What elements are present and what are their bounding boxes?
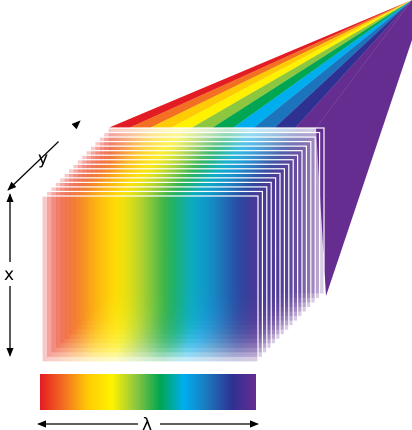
fan-wedge [128,0,412,128]
hyperspectral-cube [41,127,325,363]
cube-layer [41,195,259,363]
lambda-axis-label: λ [142,415,152,430]
fan-wedge [212,0,412,128]
fan-side-face [316,0,412,296]
fan-wedge [108,0,412,128]
fan-wedge [232,0,412,128]
fan-wedge [170,0,412,128]
spectrum-bar [40,374,256,410]
fan-wedge [149,0,412,128]
fan-wedge [253,0,412,128]
x-axis-label: x [4,265,14,285]
fan-wedge [295,0,412,128]
fan-wedge [191,0,412,128]
y-axis-label: y [38,149,48,169]
dispersion-fan [108,0,412,296]
y-axis-arrow [7,120,81,191]
fan-wedge [274,0,412,128]
